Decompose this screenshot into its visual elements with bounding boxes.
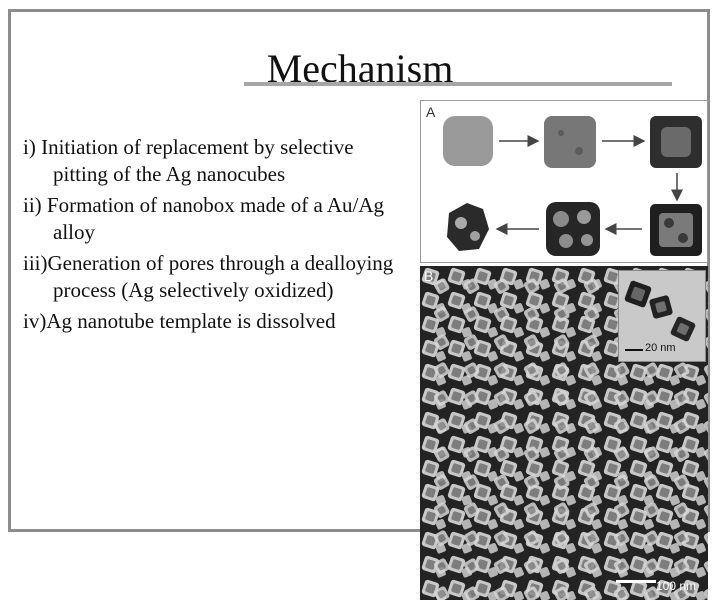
bullet-1: i) Initiation of replacement by selectiv… <box>23 135 354 186</box>
panel-b-sem-image: B 20 nm 100 nm <box>420 266 708 600</box>
bullet-3: iii)Generation of pores through a deallo… <box>23 251 394 302</box>
stage-5-porous-box <box>546 202 600 256</box>
stage-1-solid-cube <box>443 116 493 166</box>
inset-scale-label: 20 nm <box>645 342 676 354</box>
bullet-2: ii) Formation of nanobox made of a Au/Ag… <box>23 193 385 244</box>
panel-a-graphic <box>443 116 702 256</box>
slide-frame <box>8 9 710 532</box>
bullet-4: iv)Ag nanotube template is dissolved <box>23 309 336 333</box>
panel-b-label: B <box>424 268 434 284</box>
inset-graphic <box>624 280 696 351</box>
inset-scale-bar <box>625 349 643 351</box>
main-scale-label: 100 nm <box>656 579 697 593</box>
panel-a-label: A <box>426 104 436 120</box>
stage-6-fragmented-frame <box>447 203 489 251</box>
panel-a-progression: A <box>420 100 708 263</box>
main-scale-bar <box>616 580 656 583</box>
tem-inset: 20 nm <box>618 270 706 362</box>
bullet-list: i) Initiation of replacement by selectiv… <box>23 134 403 339</box>
stage-2-pitted-cube <box>544 116 596 168</box>
title-underline <box>244 82 672 86</box>
